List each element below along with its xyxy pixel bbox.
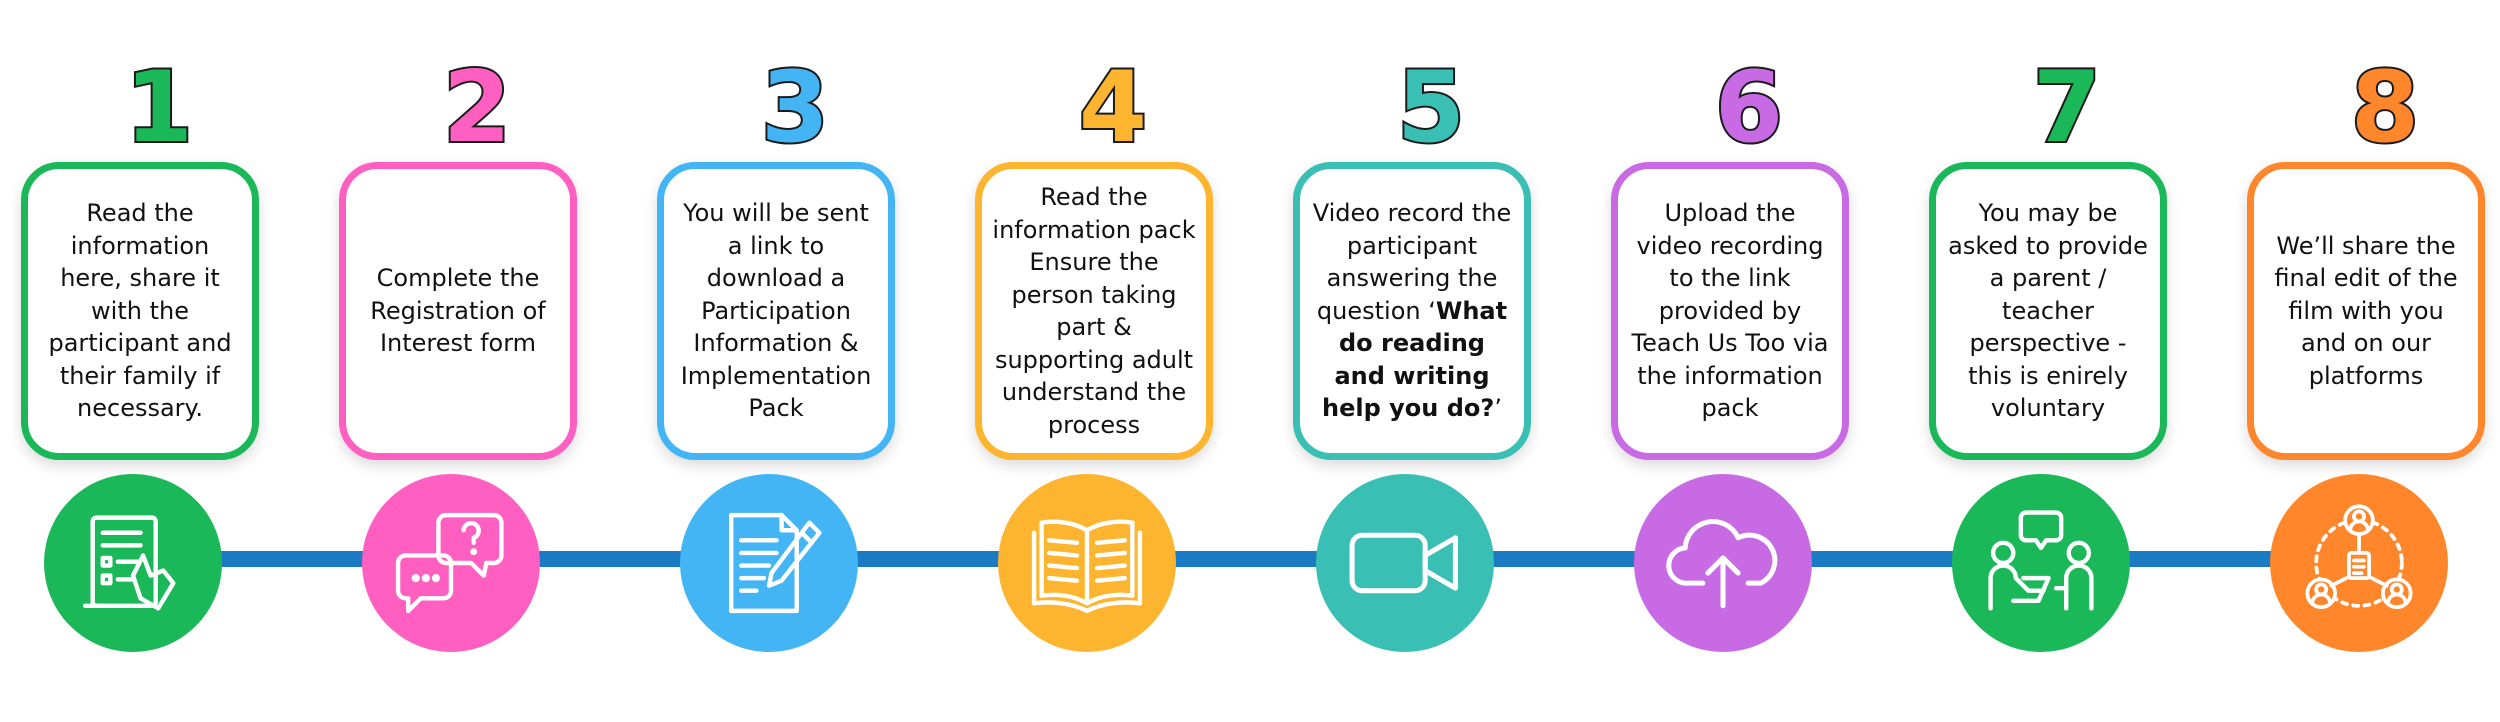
step-number: 5 xyxy=(1395,49,1467,167)
step-text-closing: ’ xyxy=(1494,394,1502,423)
step-5: 5 Video record the participant answering… xyxy=(1272,0,1590,722)
step-text: Read the information pack Ensure the per… xyxy=(992,183,1196,439)
form-hand-icon xyxy=(82,515,176,611)
step-3: 3 You will be sent a link to download a … xyxy=(636,0,954,722)
step-text: Video record the participant answering t… xyxy=(1300,197,1524,425)
step-icon-circle xyxy=(680,474,858,652)
conversation-people-icon xyxy=(1988,510,2094,611)
step-text: We’ll share the final edit of the film w… xyxy=(2274,231,2458,390)
step-card: Complete the Registration of Interest fo… xyxy=(339,162,577,460)
step-card: You will be sent a link to download a Pa… xyxy=(657,162,895,460)
step-text-intro: Video record the participant answering t… xyxy=(1312,199,1512,325)
step-icon-circle xyxy=(1952,474,2130,652)
step-card: You may be asked to provide a parent / t… xyxy=(1929,162,2167,460)
step-icon-circle xyxy=(998,474,1176,652)
step-4: 4 Read the information pack Ensure the p… xyxy=(954,0,1272,722)
step-text: Read the information here, share it with… xyxy=(48,199,232,423)
step-number: 6 xyxy=(1713,49,1785,167)
document-pen-icon xyxy=(728,512,822,614)
step-card: We’ll share the final edit of the film w… xyxy=(2247,162,2485,460)
open-book-icon xyxy=(1031,519,1143,614)
step-number: 3 xyxy=(759,49,831,167)
step-card: Upload the video recording to the link p… xyxy=(1611,162,1849,460)
step-icon-circle xyxy=(44,474,222,652)
video-camera-icon xyxy=(1349,532,1458,594)
share-network-icon xyxy=(2305,504,2413,609)
step-text: You may be asked to provide a parent / t… xyxy=(1948,199,2148,423)
step-1: 1 Read the information here, share it wi… xyxy=(0,0,318,722)
step-number: 4 xyxy=(1077,49,1149,167)
step-6: 6 Upload the video recording to the link… xyxy=(1590,0,1908,722)
step-number: 1 xyxy=(123,49,195,167)
step-text: Upload the video recording to the link p… xyxy=(1631,199,1829,423)
step-text-question: What do reading and writing help you do? xyxy=(1322,296,1508,423)
cloud-upload-icon xyxy=(1666,519,1778,609)
step-number: 2 xyxy=(441,49,513,167)
step-card: Read the information here, share it with… xyxy=(21,162,259,460)
step-text: You will be sent a link to download a Pa… xyxy=(680,199,872,423)
step-icon-circle xyxy=(1316,474,1494,652)
step-icon-circle xyxy=(362,474,540,652)
step-number: 8 xyxy=(2349,49,2421,167)
step-icon-circle xyxy=(1634,474,1812,652)
step-number: 7 xyxy=(2031,49,2103,167)
step-card: Video record the participant answering t… xyxy=(1293,162,1531,460)
step-7: 7 You may be asked to provide a parent /… xyxy=(1908,0,2226,722)
step-card: Read the information pack Ensure the per… xyxy=(975,162,1213,460)
step-text: Complete the Registration of Interest fo… xyxy=(370,264,546,358)
step-icon-circle xyxy=(2270,474,2448,652)
step-2: 2 Complete the Registration of Interest … xyxy=(318,0,636,722)
chat-question-icon xyxy=(395,512,504,614)
step-8: 8 We’ll share the final edit of the film… xyxy=(2226,0,2500,722)
